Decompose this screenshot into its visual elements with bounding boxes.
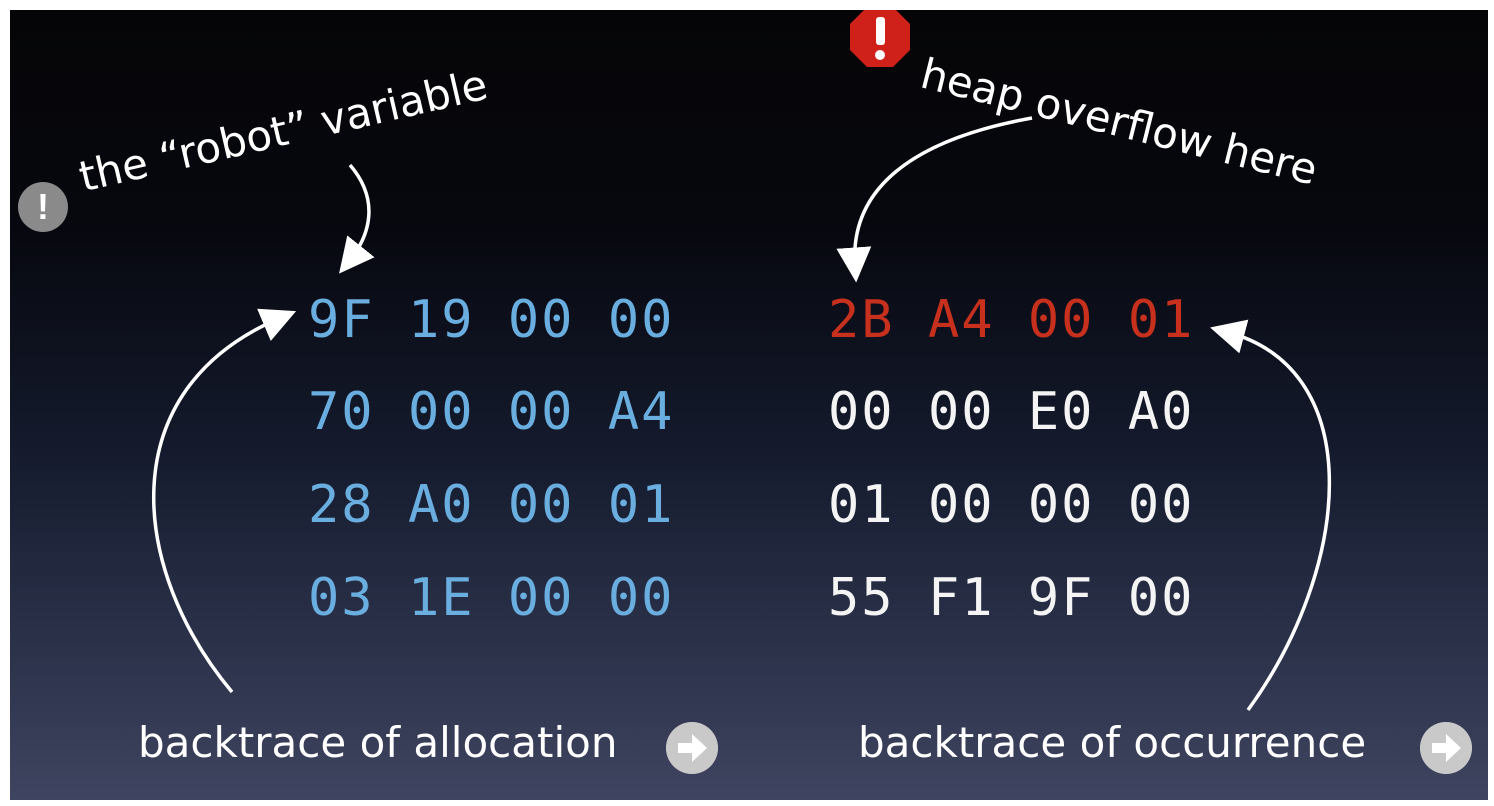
info-badge-icon: ! <box>18 182 68 232</box>
heap-pointer-arrow <box>836 116 1033 283</box>
hex-row: 9F 19 00 00 <box>308 290 675 350</box>
hex-row: 01 00 00 00 <box>828 475 1195 535</box>
hex-row: 55 F1 9F 00 <box>828 568 1195 628</box>
backtrace-allocation-link[interactable]: backtrace of allocation <box>138 718 618 767</box>
hex-row: 03 1E 00 00 <box>308 568 675 628</box>
robot-pointer-arrow <box>339 163 375 274</box>
warning-octagon-icon <box>850 10 910 67</box>
overflow-hex-row: 2B A4 00 01 <box>828 290 1195 350</box>
slide: ! the “robot” variable heap overflow her… <box>10 10 1488 800</box>
annotation-arrows <box>151 116 1331 712</box>
hex-row: 70 00 00 A4 <box>308 382 675 442</box>
arrow-right-circle-icon[interactable] <box>666 722 718 774</box>
arrow-right-circle-icon[interactable] <box>1420 722 1472 774</box>
hex-row: 28 A0 00 01 <box>308 475 675 535</box>
occurrence-arrow <box>1210 319 1331 712</box>
backtrace-occurrence-link[interactable]: backtrace of occurrence <box>858 718 1367 767</box>
allocation-arrow <box>151 308 297 694</box>
hex-row: 00 00 E0 A0 <box>828 382 1195 442</box>
